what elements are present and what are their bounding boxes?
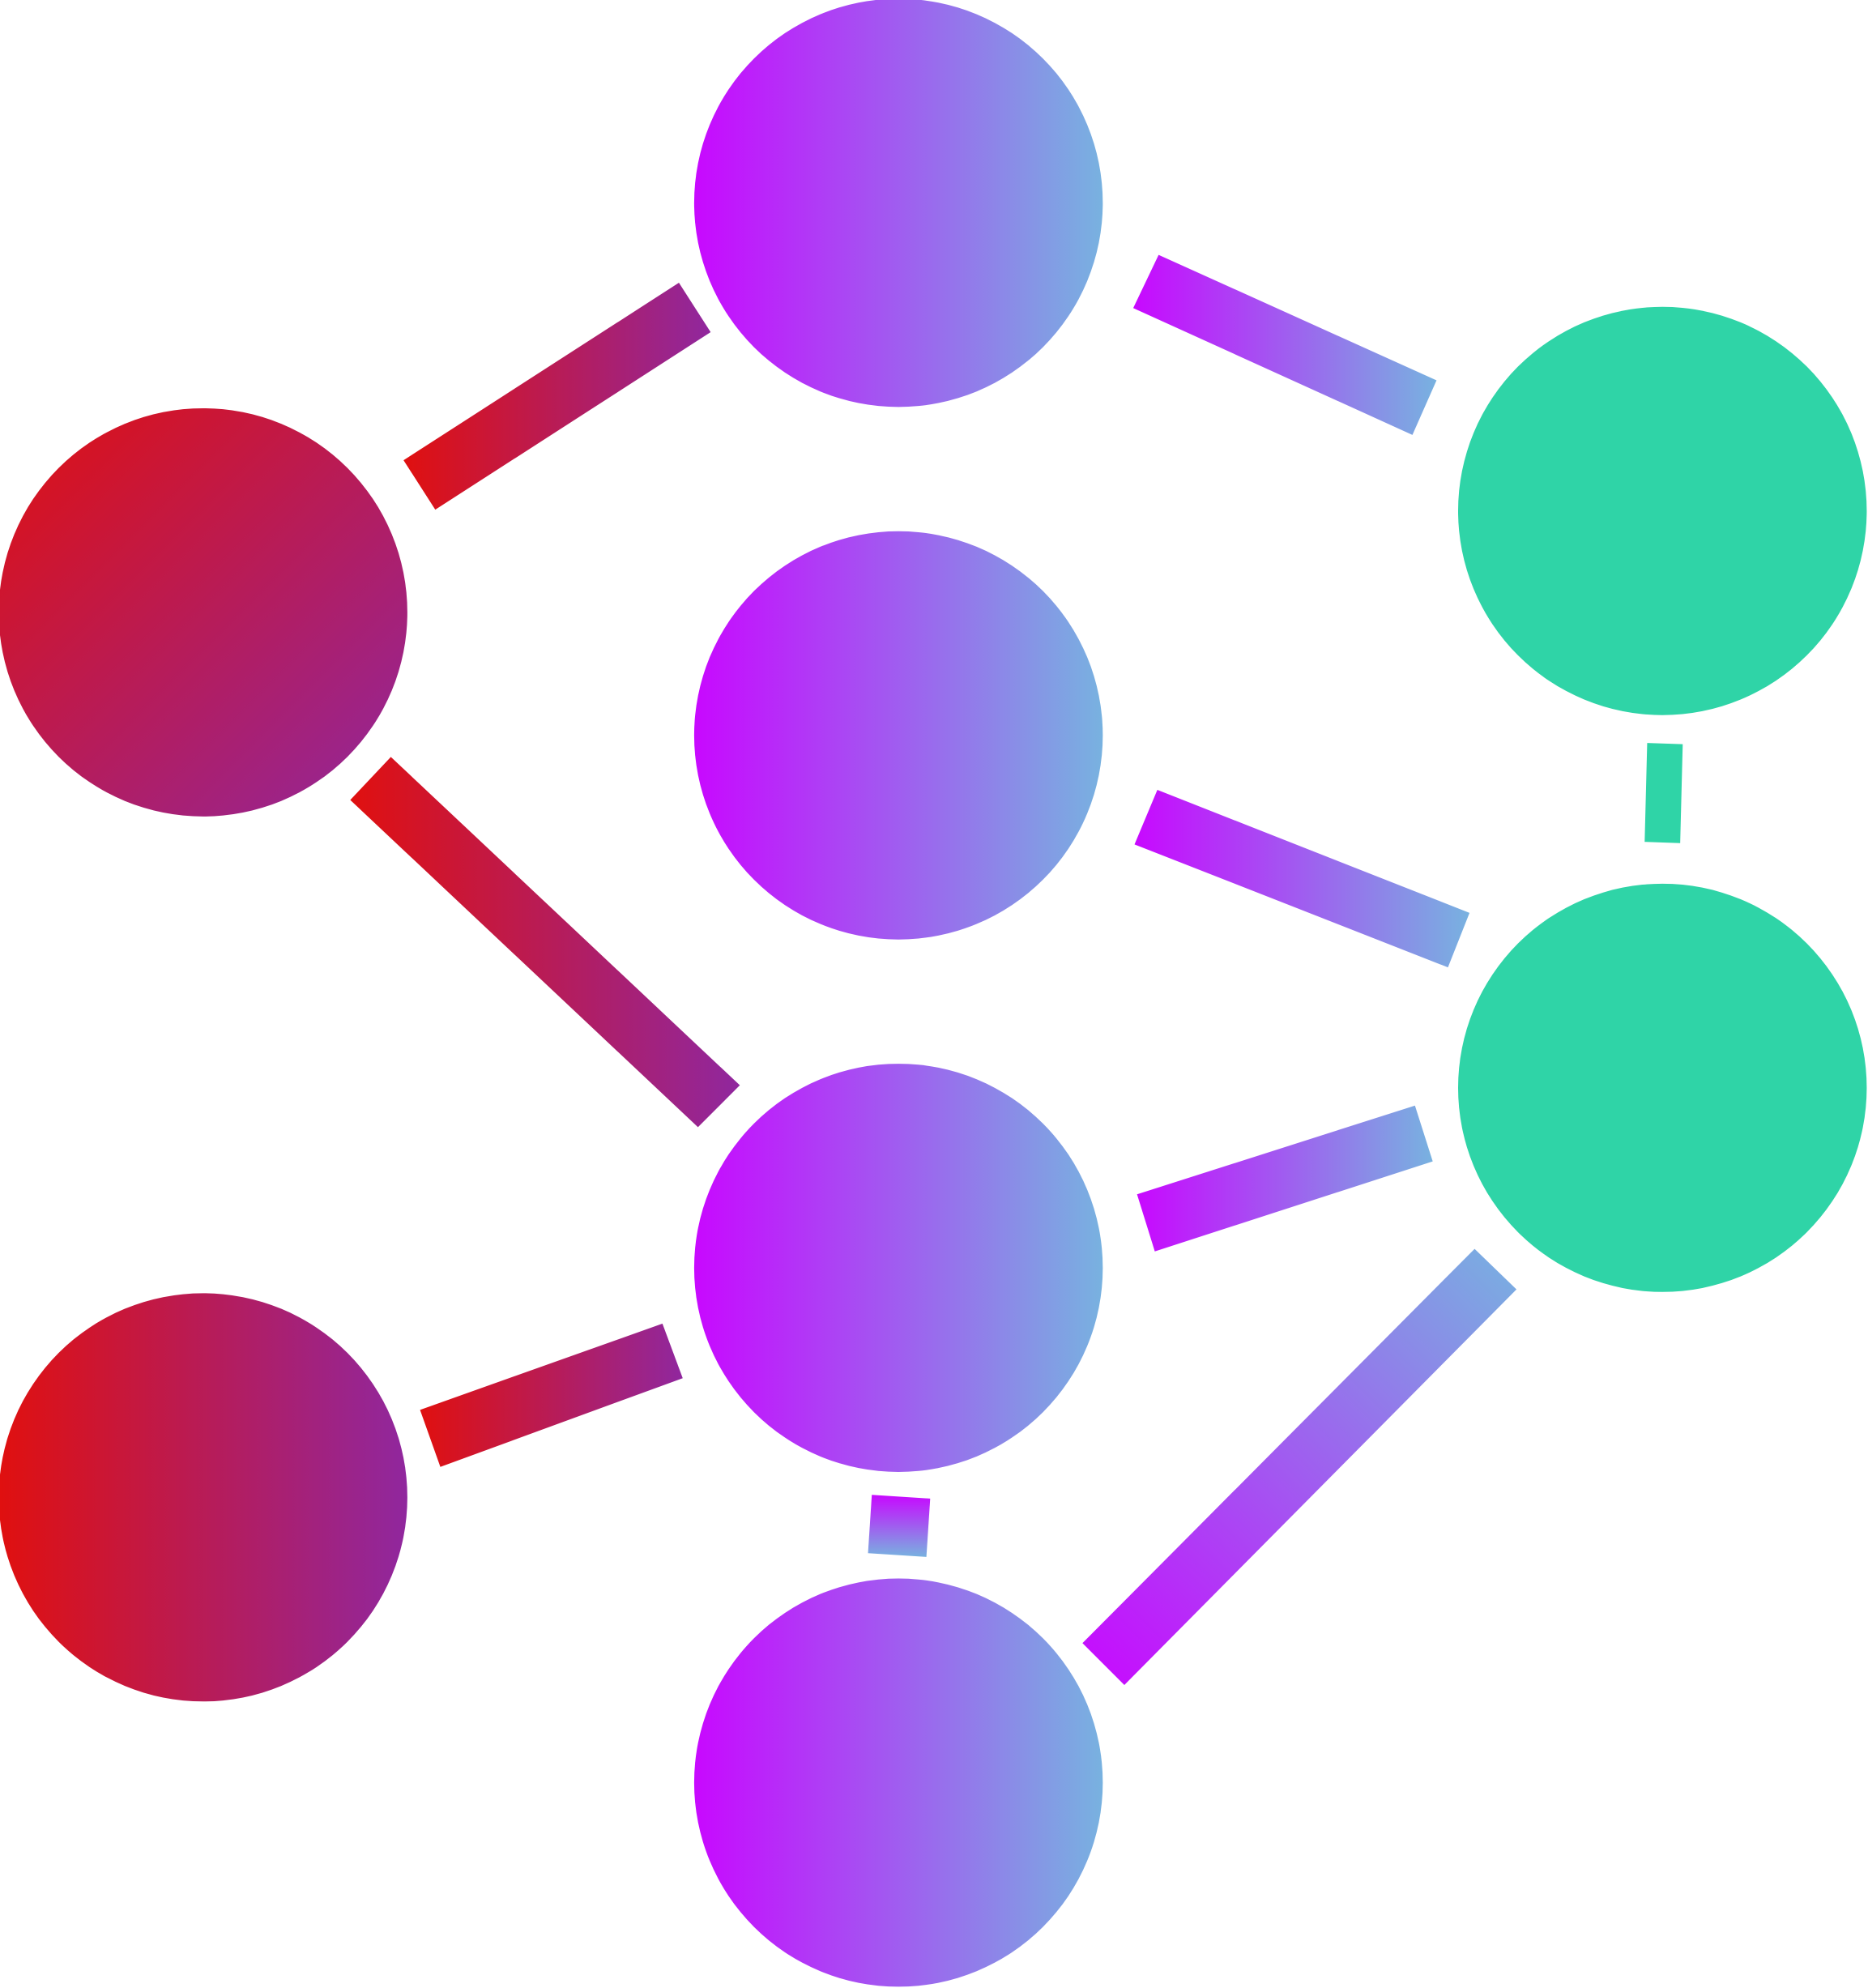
edge-middle3-rightbottom [1137,1105,1433,1252]
edge-middle4-rightbottom [1082,1248,1517,1685]
edge-lefttop-middle1 [403,283,711,510]
node-left-top [0,408,407,817]
node-middle-4 [693,1578,1103,1987]
edge-lefttop-middle3 [350,757,740,1128]
node-middle-3 [693,1064,1103,1473]
node-middle-1 [693,0,1103,407]
node-middle-2 [693,531,1103,940]
edge-middle2-rightbottom [1134,790,1470,968]
edge-middle3-middle4 [868,1495,931,1557]
node-right-bottom [1457,883,1867,1292]
edge-righttop-rightbottom [1644,743,1683,843]
edge-middle1-righttop [1132,254,1437,435]
edge-leftbottom-middle3 [420,1323,683,1467]
node-right-top [1457,306,1867,715]
node-left-bottom [0,1293,407,1702]
